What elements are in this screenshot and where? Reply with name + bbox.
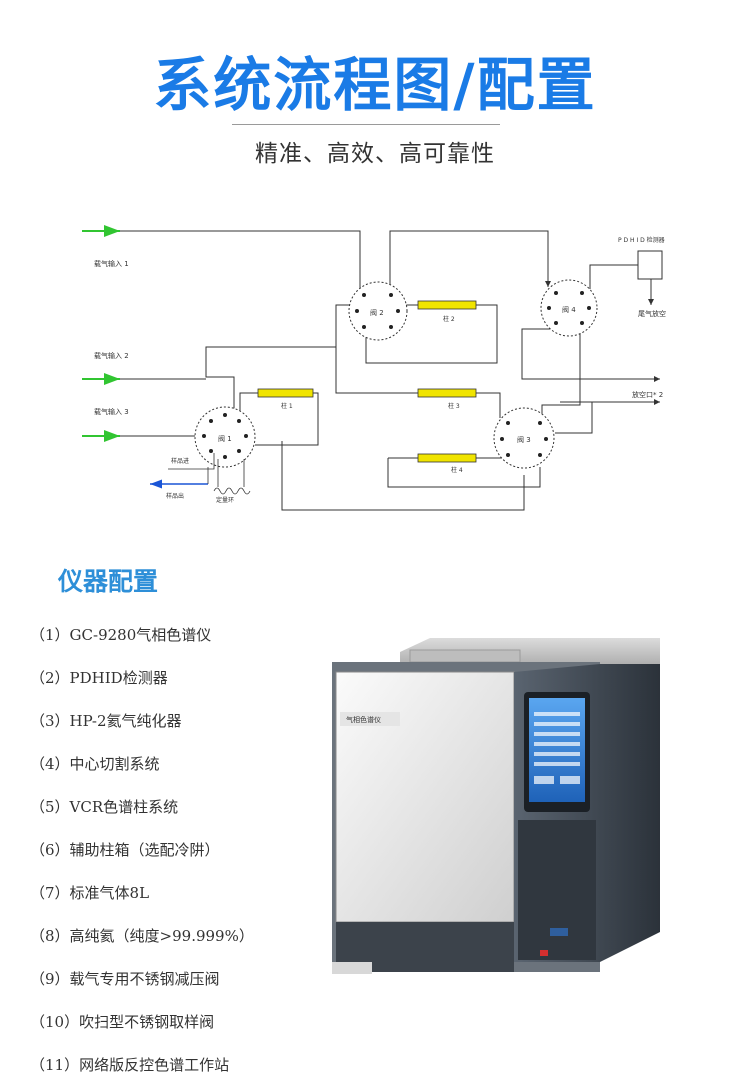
sample-out-label: 样品出: [166, 492, 184, 500]
valve-1: 阀 1: [194, 406, 256, 468]
gc-panel-label: 气相色谱仪: [346, 715, 381, 724]
carrier-input-2: 载气输入 2: [82, 351, 129, 385]
valve-4: 阀 4: [540, 279, 598, 337]
valve-2: 阀 2: [348, 281, 408, 341]
config-section-title: 仪器配置: [58, 567, 159, 596]
config-item: （4）中心切割系统: [30, 755, 160, 773]
quant-loop: 定量环: [213, 459, 251, 504]
column-3: 柱 3: [417, 388, 477, 410]
config-item: （8）高纯氦（纯度>99.999%）: [30, 927, 254, 945]
gc-power-switch: [540, 950, 548, 956]
column-4-label: 柱 4: [451, 466, 463, 474]
config-item: （7）标准气体8L: [30, 884, 150, 902]
sample-in-label: 样品进: [171, 457, 189, 465]
column-3-label: 柱 3: [448, 402, 460, 410]
detector-label: P D H I D 检测器: [618, 236, 665, 244]
carrier-input-1: 载气输入 1: [82, 225, 129, 268]
carrier-input-1-label: 载气输入 1: [94, 259, 129, 268]
config-item: （1）GC-9280气相色谱仪: [30, 626, 212, 644]
system-flow-diagram: 载气输入 1 载气输入 2 载气输入 3: [82, 225, 666, 511]
piping-lines: [120, 230, 660, 511]
valve-2-label: 阀 2: [370, 308, 384, 317]
config-list: （1）GC-9280气相色谱仪 （2）PDHID检测器 （3）HP-2氦气纯化器…: [30, 618, 254, 1091]
column-1-label: 柱 1: [281, 402, 293, 410]
config-item: （5）VCR色谱柱系统: [30, 798, 179, 816]
config-item: （3）HP-2氦气纯化器: [30, 712, 182, 730]
column-2-label: 柱 2: [443, 315, 455, 323]
column-4: 柱 4: [417, 453, 477, 474]
pdhid-detector: P D H I D 检测器: [618, 236, 665, 280]
tail-gas-label: 尾气放空: [638, 309, 666, 318]
carrier-input-3-label: 载气输入 3: [94, 407, 129, 416]
gc-oven-door: [335, 671, 515, 923]
carrier-input-3: 载气输入 3: [82, 407, 129, 442]
config-item: （10）吹扫型不锈钢取样阀: [30, 1013, 215, 1031]
vent-label: 放空口* 2: [632, 390, 663, 399]
gas-chromatograph-image: 气相色谱仪: [332, 638, 660, 974]
config-item: （2）PDHID检测器: [30, 669, 168, 687]
carrier-input-2-label: 载气输入 2: [94, 351, 129, 360]
column-2: 柱 2: [417, 300, 477, 323]
page-title: 系统流程图/配置: [153, 51, 597, 119]
quant-loop-label: 定量环: [216, 496, 234, 504]
valve-3: 阀 3: [493, 407, 555, 469]
valve-3-label: 阀 3: [517, 435, 531, 444]
config-item: （6）辅助柱箱（选配冷阱）: [30, 841, 220, 859]
valve-1-label: 阀 1: [218, 434, 232, 443]
valve-4-label: 阀 4: [562, 305, 576, 314]
config-item: （11）网络版反控色谱工作站: [30, 1056, 230, 1074]
title-divider: [232, 124, 500, 125]
page-subtitle: 精准、高效、高可靠性: [255, 141, 495, 167]
config-item: （9）载气专用不锈钢减压阀: [30, 970, 220, 988]
sample-lines: 样品进 样品出: [150, 453, 215, 500]
column-1: 柱 1: [257, 388, 314, 410]
